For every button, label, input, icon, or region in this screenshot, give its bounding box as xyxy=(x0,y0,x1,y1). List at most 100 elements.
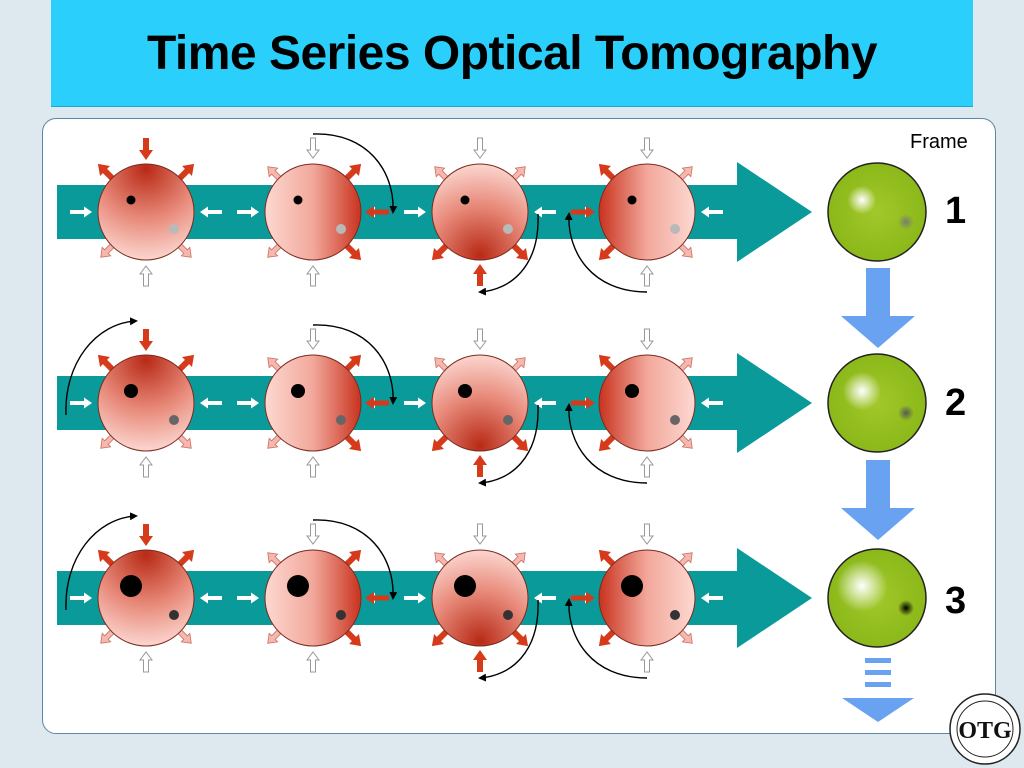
sphere-1-3 xyxy=(404,137,556,296)
bottom-arrow xyxy=(139,456,153,478)
absorber-dot xyxy=(124,384,138,398)
sphere-3-2 xyxy=(237,519,398,673)
top-arrow xyxy=(139,138,153,160)
bottom-arrow xyxy=(306,456,320,478)
bright-spot xyxy=(847,185,877,215)
reconstruction-sphere xyxy=(827,353,927,453)
bottom-arrow xyxy=(139,265,153,287)
absorber-dot-grey xyxy=(169,224,179,234)
reconstruction-frame-3 xyxy=(827,548,927,648)
absorber-dot xyxy=(625,384,639,398)
dark-spot xyxy=(898,214,914,230)
phantom-sphere xyxy=(97,163,195,261)
rotation-arrow xyxy=(65,512,138,611)
flow-arrow-continue xyxy=(842,658,914,722)
rotation-arrow xyxy=(478,213,539,296)
source-arrow xyxy=(365,592,389,604)
reconstruction-sphere xyxy=(827,162,927,262)
sphere-2-4 xyxy=(564,328,723,484)
absorber-dot-grey xyxy=(503,610,513,620)
top-arrow xyxy=(306,137,320,159)
bottom-arrow xyxy=(306,265,320,287)
rotation-arrow xyxy=(478,404,539,487)
absorber-dot-grey xyxy=(670,610,680,620)
absorber-dot xyxy=(120,575,142,597)
absorber-dot xyxy=(454,575,476,597)
beam-input-arrow xyxy=(70,592,92,604)
frame-number-2: 2 xyxy=(945,382,967,424)
phantom-sphere xyxy=(264,549,362,647)
absorber-dot-grey xyxy=(336,415,346,425)
top-arrow xyxy=(640,523,654,545)
absorber-dot xyxy=(291,384,305,398)
bottom-arrow xyxy=(473,264,487,286)
frame-number-3: 3 xyxy=(945,580,967,622)
rotation-arrow xyxy=(564,598,648,679)
flow-arrow-2-3 xyxy=(841,460,915,540)
rotation-arrow xyxy=(564,212,648,293)
sphere-1-2 xyxy=(237,133,398,287)
absorber-dot xyxy=(287,575,309,597)
otg-logo: OTG xyxy=(949,693,1021,765)
source-arrow xyxy=(571,592,595,604)
absorber-dot xyxy=(458,384,472,398)
absorber-dot xyxy=(126,195,136,205)
top-arrow xyxy=(473,523,487,545)
beam-input-arrow xyxy=(701,397,723,409)
logo-lettering: OTG xyxy=(958,718,1012,744)
bright-spot xyxy=(836,560,888,612)
bottom-arrow xyxy=(640,651,654,673)
bottom-arrow xyxy=(306,651,320,673)
beam-input-arrow xyxy=(70,206,92,218)
top-arrow xyxy=(640,328,654,350)
beam-input-arrow xyxy=(404,592,426,604)
bottom-arrow xyxy=(640,456,654,478)
phantom-sphere xyxy=(598,354,696,452)
top-arrow xyxy=(640,137,654,159)
rotation-arrow xyxy=(312,519,398,600)
bottom-arrow xyxy=(640,265,654,287)
flow-arrow-1-2 xyxy=(841,268,915,348)
top-arrow xyxy=(306,523,320,545)
absorber-dot-grey xyxy=(336,610,346,620)
absorber-dot xyxy=(293,195,303,205)
beam-input-arrow xyxy=(534,397,556,409)
page-title: Time Series Optical Tomography xyxy=(146,26,878,80)
phantom-sphere xyxy=(431,549,529,647)
sphere-2-2 xyxy=(237,324,398,478)
beam-input-arrow xyxy=(70,397,92,409)
phantom-sphere xyxy=(264,354,362,452)
phantom-sphere xyxy=(97,354,195,452)
dark-spot xyxy=(898,600,914,616)
rotation-arrow xyxy=(312,324,398,405)
source-arrow xyxy=(365,397,389,409)
beam-input-arrow xyxy=(404,206,426,218)
measurement-row-3 xyxy=(57,512,812,682)
top-arrow xyxy=(473,137,487,159)
beam-input-arrow xyxy=(701,592,723,604)
top-arrow xyxy=(139,329,153,351)
absorber-dot xyxy=(460,195,470,205)
sphere-1-4 xyxy=(564,137,723,293)
sphere-2-3 xyxy=(404,328,556,487)
beam-input-arrow xyxy=(404,397,426,409)
bottom-arrow xyxy=(473,455,487,477)
rotation-arrow xyxy=(564,403,648,484)
phantom-sphere xyxy=(598,163,696,261)
measurement-row-1 xyxy=(57,133,812,296)
reconstruction-frame-1 xyxy=(827,162,927,262)
rotation-arrow xyxy=(65,317,138,416)
beam-input-arrow xyxy=(534,206,556,218)
absorber-dot xyxy=(621,575,643,597)
phantom-sphere xyxy=(97,549,195,647)
phantom-sphere xyxy=(264,163,362,261)
frame-number-1: 1 xyxy=(945,190,967,232)
absorber-dot-grey xyxy=(336,224,346,234)
beam-input-arrow xyxy=(237,206,259,218)
source-arrow xyxy=(571,397,595,409)
absorber-dot-grey xyxy=(670,224,680,234)
phantom-sphere xyxy=(431,163,529,261)
dark-spot xyxy=(898,405,914,421)
sphere-2-1 xyxy=(65,317,222,478)
rotation-arrow xyxy=(312,133,398,214)
